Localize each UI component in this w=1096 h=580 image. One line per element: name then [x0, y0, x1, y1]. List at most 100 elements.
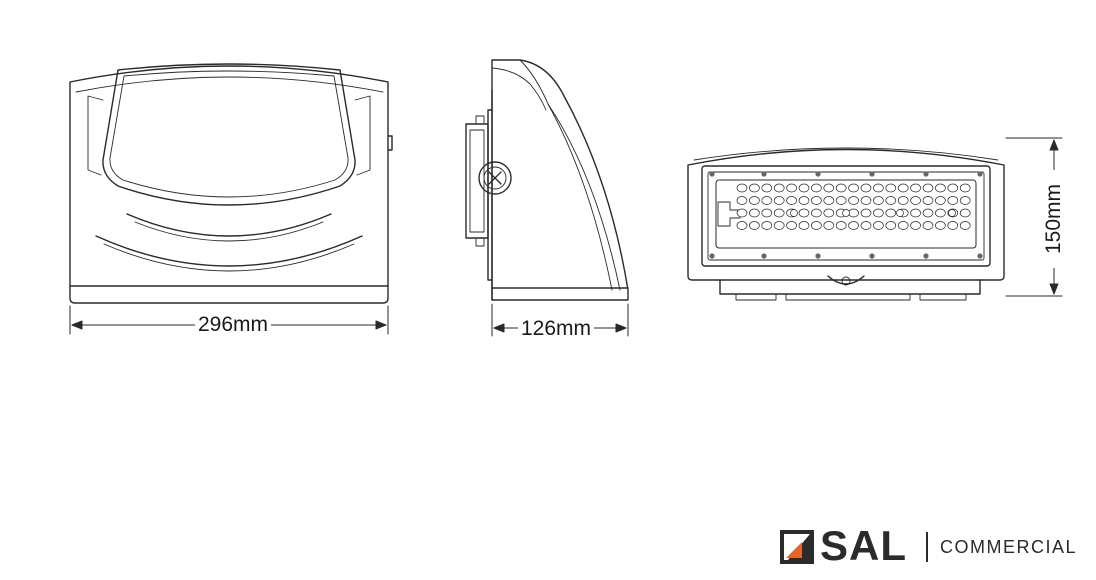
led	[773, 221, 785, 230]
led	[736, 208, 748, 218]
led-board-connector	[717, 201, 741, 227]
led	[811, 196, 822, 205]
led	[910, 208, 921, 218]
led	[897, 196, 909, 205]
frame-screw	[815, 253, 821, 259]
led	[736, 196, 748, 205]
led	[873, 196, 884, 205]
led	[935, 183, 946, 193]
led	[823, 196, 835, 205]
brand-divider	[926, 532, 928, 562]
led	[823, 208, 835, 218]
led	[811, 221, 822, 230]
side-inner-curve	[519, 59, 613, 291]
led	[835, 221, 847, 230]
frame-screw	[761, 171, 767, 177]
led	[910, 183, 921, 193]
led-lens-screw	[948, 209, 956, 217]
front-groove-lower	[95, 235, 363, 267]
led	[736, 183, 748, 193]
frame-screw	[869, 171, 875, 177]
led	[786, 196, 797, 205]
led	[922, 183, 934, 193]
led	[773, 196, 785, 205]
bottom-foot	[719, 279, 981, 295]
side-cap-line	[491, 67, 547, 111]
led	[798, 221, 810, 230]
led	[848, 183, 859, 193]
brand-name: SAL	[820, 522, 907, 569]
front-right-stub	[387, 135, 393, 151]
led	[947, 196, 959, 205]
frame-screw	[709, 253, 715, 259]
height-label: 150mm	[1042, 170, 1065, 268]
led	[773, 183, 785, 193]
led	[848, 221, 859, 230]
led	[811, 183, 822, 193]
led	[873, 221, 884, 230]
side-mount-tab-bottom	[475, 237, 485, 247]
led	[860, 208, 872, 218]
front-groove-upper	[126, 213, 332, 237]
led	[749, 196, 760, 205]
led	[749, 208, 760, 218]
led	[947, 183, 959, 193]
led	[885, 208, 897, 218]
led	[761, 183, 773, 193]
side-mount-tab-top	[475, 115, 485, 125]
led	[761, 196, 773, 205]
led	[959, 221, 971, 230]
led	[736, 221, 748, 230]
led	[860, 183, 872, 193]
led	[749, 183, 760, 193]
frame-screw	[923, 171, 929, 177]
side-back-plate	[487, 89, 493, 301]
side-depth-dimension	[491, 303, 629, 337]
led-lens-screw	[896, 209, 904, 217]
led-lens-screw	[842, 209, 850, 217]
side-body-outline	[491, 59, 629, 301]
led	[848, 196, 859, 205]
led	[922, 208, 934, 218]
bottom-body-top-inner	[693, 147, 999, 161]
front-lens-inner	[109, 70, 349, 198]
led-lens-screw	[790, 209, 798, 217]
brand-logo: SAL COMMERCIAL	[780, 524, 1080, 568]
brand-division: COMMERCIAL	[940, 537, 1078, 557]
led	[885, 221, 897, 230]
led	[798, 196, 810, 205]
led	[860, 196, 872, 205]
front-side-panel-left	[87, 95, 104, 176]
led	[873, 183, 884, 193]
led	[947, 221, 959, 230]
led-board	[715, 179, 977, 249]
side-knob-outer	[478, 161, 512, 195]
frame-screw	[815, 171, 821, 177]
front-lens	[102, 63, 356, 206]
led-array	[736, 183, 971, 230]
led	[835, 196, 847, 205]
led	[922, 196, 934, 205]
led	[761, 208, 773, 218]
module-screws	[709, 171, 983, 259]
led-module-frame	[701, 165, 991, 267]
led	[910, 196, 921, 205]
led	[798, 208, 810, 218]
led	[910, 221, 921, 230]
bottom-foot-slots	[735, 293, 967, 301]
led	[786, 221, 797, 230]
led	[848, 208, 859, 218]
frame-screw	[761, 253, 767, 259]
width-label: 296mm	[195, 314, 272, 336]
led	[885, 196, 897, 205]
side-view	[465, 59, 629, 301]
led	[935, 221, 946, 230]
led	[860, 221, 872, 230]
bottom-knob	[827, 275, 865, 285]
led	[835, 183, 847, 193]
led	[811, 208, 822, 218]
frame-screw	[977, 253, 983, 259]
led	[786, 183, 797, 193]
led	[897, 221, 909, 230]
